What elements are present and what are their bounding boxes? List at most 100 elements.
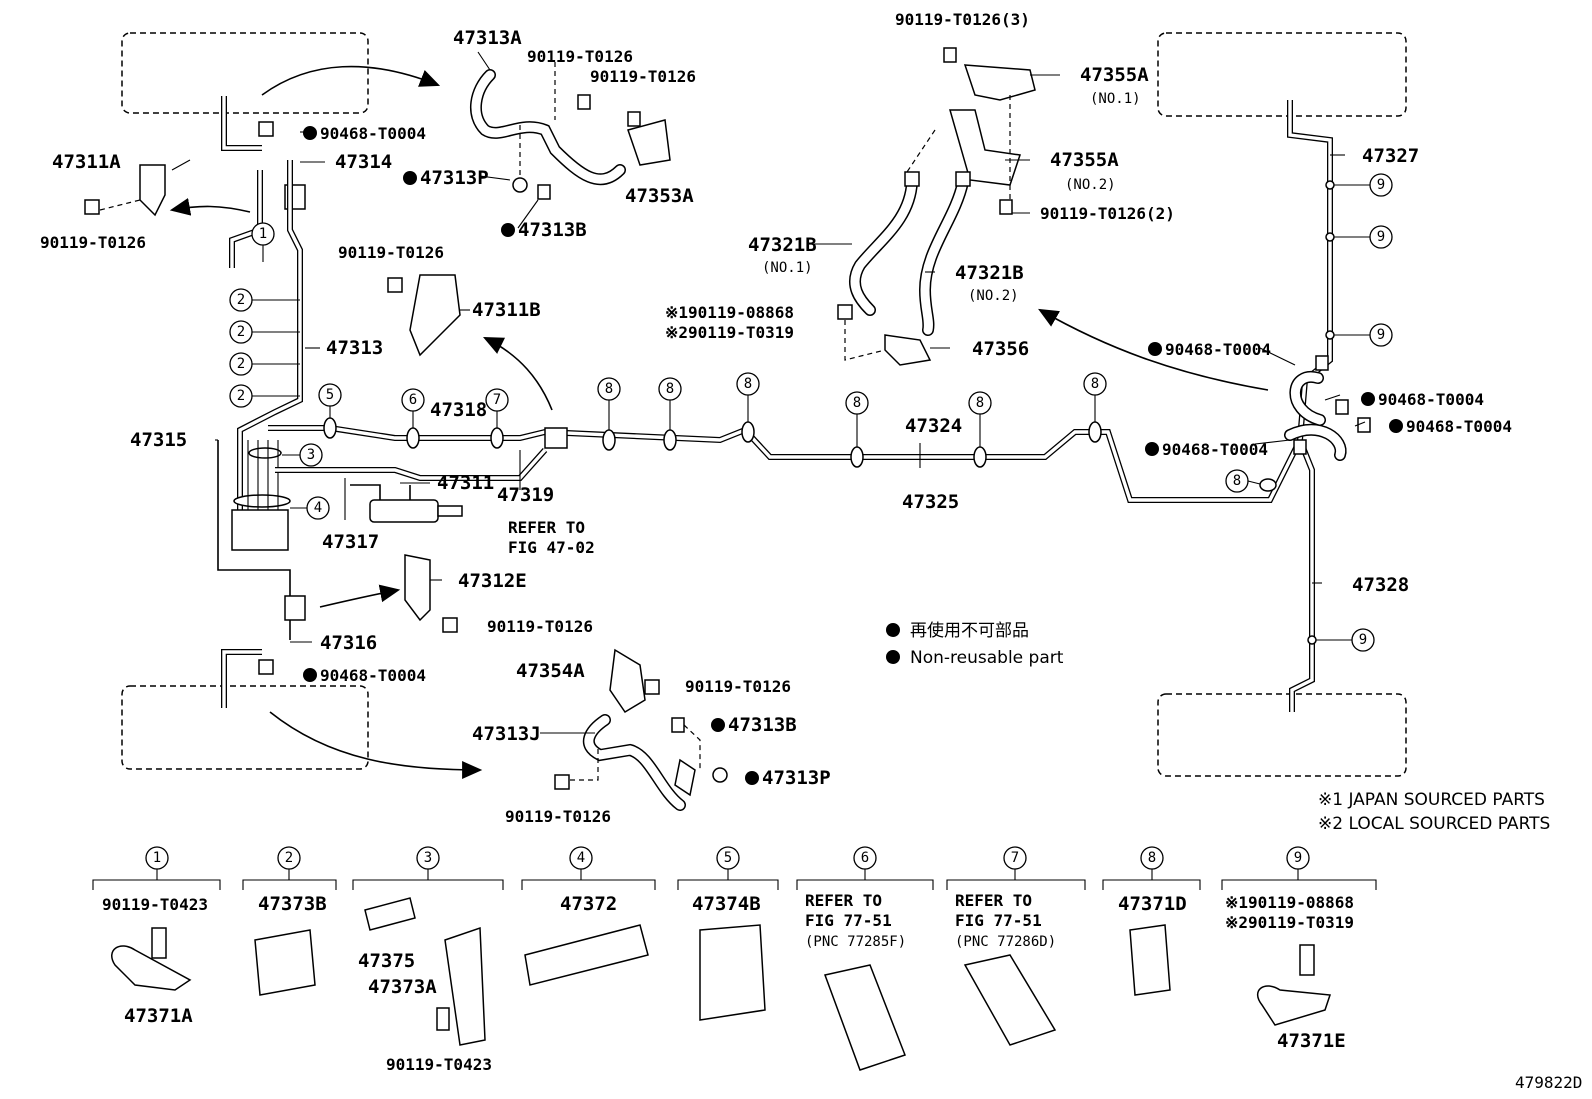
callout-4: 4 [290,496,330,520]
callout-2-c: 2 [229,352,300,376]
label-47317: 47317 [322,531,379,553]
label-47312E: 47312E [458,570,527,592]
bolt-90119-c [84,199,100,215]
detail-4: 4 47372 [521,846,656,986]
bolt-90119-08868 [837,304,853,320]
bolt-90119-a [577,94,591,110]
abs-block [231,509,289,551]
detail-3-bolt: 90119-T0423 [386,1055,492,1074]
callout-2-a: 2 [229,288,300,312]
label-47324: 47324 [905,415,962,437]
bracket-47355A-no1 [963,64,1036,101]
figure-id: 479822D [1515,1073,1582,1092]
callout-8-b: 8 [658,377,682,430]
arrow-47311A [169,198,251,216]
detail-2: 2 47373B [242,846,337,996]
svg-text:6: 6 [409,392,417,408]
label-47321B-no2: 47321B [955,262,1024,284]
label-90468-T0004-c: 90468-T0004 [1165,340,1271,359]
svg-text:8: 8 [976,395,984,411]
svg-text:2: 2 [237,324,245,340]
svg-text:7: 7 [1011,850,1019,866]
svg-text:9: 9 [1377,229,1385,245]
clip-8-c [741,421,755,443]
label-47311A: 47311A [52,151,121,173]
bolt-90119-T0126-3 [943,47,957,63]
callout-8-c: 8 [736,372,760,422]
clamp-4 [233,494,291,508]
bracket-47353A [627,119,671,166]
callout-9-b: 9 [1334,225,1393,249]
legend-en: Non-reusable part [910,648,1064,668]
bracket-47312E [404,554,431,622]
svg-text:8: 8 [1233,473,1241,489]
callout-2-b: 2 [229,320,300,344]
detail-9-part: 47371E [1277,1030,1346,1052]
detail-1: 1 90119-T0423 47371A [92,846,221,1027]
detail-6-l2: FIG 77-51 [805,911,892,930]
detail-9-l2: ※290119-T0319 [1225,913,1354,932]
detail-3: 3 47375 47373A 90119-T0423 [352,846,504,1074]
callout-9-c: 9 [1334,323,1393,347]
svg-text:8: 8 [1091,376,1099,392]
detail-7: 7 REFER TO FIG 77-51 (PNC 77286D) [946,846,1086,1046]
svg-text:4: 4 [314,500,322,516]
clip-8-b [663,429,677,451]
bracket-47311A [139,164,166,217]
bracket-47354A [609,648,646,714]
label-90468-T0004-a: 90468-T0004 [320,124,426,143]
clip-6 [406,427,420,449]
label-47354A: 47354A [516,660,585,682]
wheel-box-front-right [121,685,369,770]
callout-1: 1 [251,222,275,262]
svg-text:9: 9 [1377,327,1385,343]
label-90119-T0126-3: 90119-T0126(3) [895,10,1030,29]
callout-8-e: 8 [968,391,992,447]
label-47327: 47327 [1362,145,1419,167]
arrow-47311B [482,337,553,411]
detail-1-part: 47371A [124,1005,193,1027]
svg-text:3: 3 [424,850,432,866]
arrow-47312E [319,584,401,608]
label-47313: 47313 [326,337,383,359]
svg-text:8: 8 [744,376,752,392]
label-fig-47-02: FIG 47-02 [508,538,595,557]
label-47356: 47356 [972,338,1029,360]
label-90468-T0004-b: 90468-T0004 [320,666,426,685]
label-no1-b: (NO.1) [762,260,813,276]
label-47355A-no2: 47355A [1050,149,1119,171]
callout-7: 7 [485,388,509,428]
bracket-47356 [884,334,932,366]
label-90119-T0126-d: 90119-T0126 [338,243,444,262]
detail-6-l3: (PNC 77285F) [805,934,906,950]
label-90119-T0126-g: 90119-T0126 [505,807,611,826]
label-no2-b: (NO.2) [968,288,1019,304]
legend-jp: 再使用不可部品 [910,620,1029,641]
label-47328: 47328 [1352,574,1409,596]
svg-text:8: 8 [605,381,613,397]
label-47318: 47318 [430,399,487,421]
detail-5: 5 47374B [677,846,779,1021]
svg-text:2: 2 [237,356,245,372]
bolt-47313B-a [537,184,551,200]
legend-dot-en [886,650,900,664]
washer-47313P-a [512,177,528,193]
clamp-3 [248,447,282,459]
bolt-90119-e [442,617,458,633]
callout-8-a: 8 [597,377,621,430]
bolt-90119-f [644,679,660,695]
svg-text:1: 1 [153,850,161,866]
bolt-90119-T0126-2 [999,199,1013,215]
wheel-box-front-left [121,32,369,114]
label-47319: 47319 [497,484,554,506]
detail-5-part: 47374B [692,893,761,915]
clip-90468-b [258,659,274,675]
detail-8-part: 47371D [1118,893,1187,915]
label-90119-T0319: ※290119-T0319 [665,323,794,342]
label-47321B-no1: 47321B [748,234,817,256]
junction-47319 [544,427,568,449]
svg-text:5: 5 [724,850,732,866]
label-no1-a: (NO.1) [1090,91,1141,107]
